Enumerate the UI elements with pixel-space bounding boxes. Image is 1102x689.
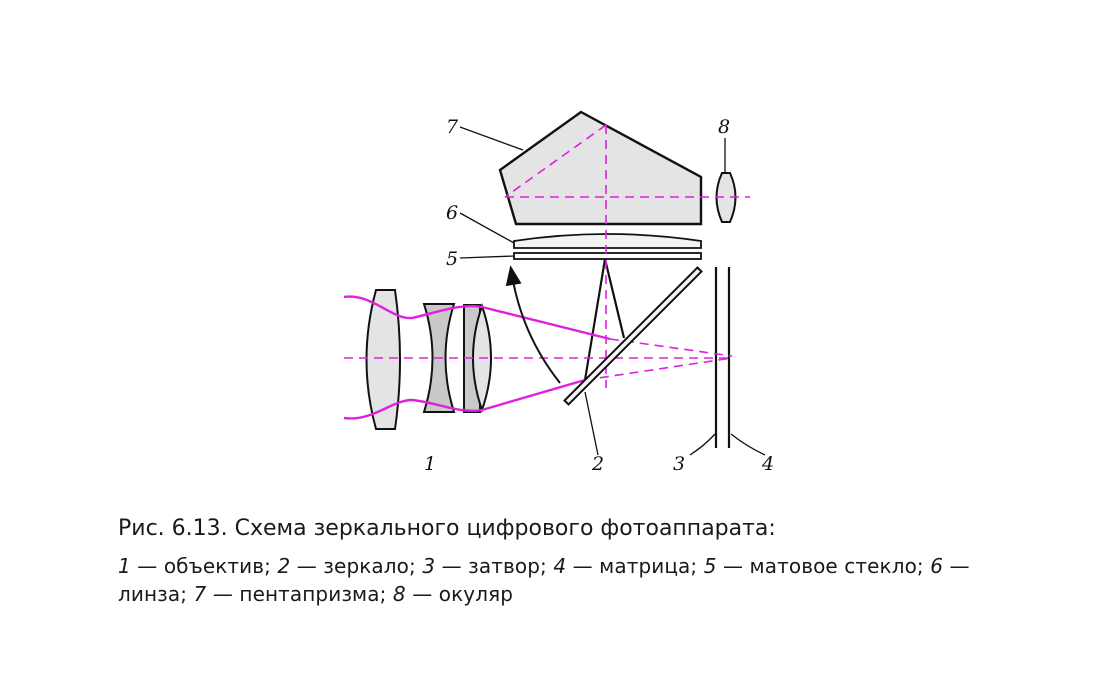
eyepiece: [715, 172, 737, 223]
figure-caption: Рис. 6.13. Схема зеркального цифрового ф…: [118, 514, 1018, 608]
objective-front-element: [365, 289, 401, 430]
beam-lower-to-sensor: [584, 357, 733, 381]
beam-lower: [343, 378, 586, 420]
caption-legend: 1 — объектив; 2 — зеркало; 3 — затвор; 4…: [118, 552, 1018, 608]
label-4: 4: [761, 453, 774, 475]
label-6: 6: [446, 202, 458, 224]
pentaprism: [498, 110, 703, 226]
legend-num: 4: [553, 554, 567, 578]
legend-text: — матрица;: [566, 554, 704, 578]
label-8: 8: [718, 116, 730, 138]
mirror-swing-arrow: [505, 265, 561, 384]
label-3: 3: [673, 453, 685, 475]
legend-text: — окуляр: [405, 582, 514, 606]
label-7: 7: [446, 116, 459, 138]
camera-diagram: 7 8 6 5 1 2 3 4: [343, 110, 774, 475]
reflected-cone: [583, 258, 626, 381]
label-2: 2: [591, 453, 604, 475]
legend-num: 1: [118, 554, 131, 578]
mirror: [563, 266, 703, 406]
label-5: 5: [446, 248, 458, 270]
legend-num: 5: [703, 554, 717, 578]
legend-num: 7: [193, 582, 207, 606]
leader-lines: [459, 126, 766, 456]
label-1: 1: [424, 453, 436, 475]
legend-text: — матовое стекло;: [716, 554, 931, 578]
legend-text: — пентапризма;: [206, 582, 393, 606]
caption-title: Рис. 6.13. Схема зеркального цифрового ф…: [118, 516, 776, 541]
legend-text: — линза;: [118, 554, 970, 606]
prism-diagonal: [504, 124, 607, 198]
legend-num: 3: [422, 554, 436, 578]
legend-num: 8: [392, 582, 406, 606]
legend-text: — объектив;: [130, 554, 278, 578]
legend-text: — затвор;: [435, 554, 554, 578]
legend-num: 2: [277, 554, 291, 578]
beam-upper: [343, 295, 611, 341]
legend-num: 6: [930, 554, 944, 578]
legend-text: — зеркало;: [290, 554, 423, 578]
focusing-screen: [513, 252, 702, 260]
condenser-lens: [513, 233, 702, 249]
